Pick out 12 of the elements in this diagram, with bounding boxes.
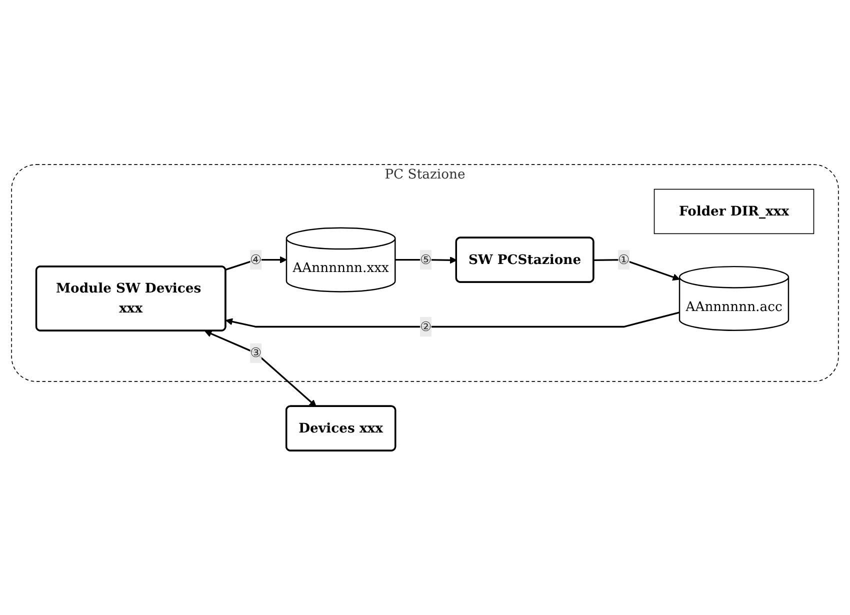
edge-label: ① — [618, 252, 630, 268]
arrow — [226, 312, 680, 328]
arrow — [204, 330, 316, 407]
edge-label: ④ — [250, 252, 262, 268]
cluster — [11, 164, 839, 382]
edge-label: ② — [420, 318, 432, 334]
arrow — [225, 256, 287, 270]
edge-label: ③ — [250, 344, 262, 360]
edge-label: ⑤ — [420, 252, 432, 268]
arrow — [594, 258, 680, 281]
node-box — [654, 188, 814, 234]
arrow — [395, 256, 457, 264]
